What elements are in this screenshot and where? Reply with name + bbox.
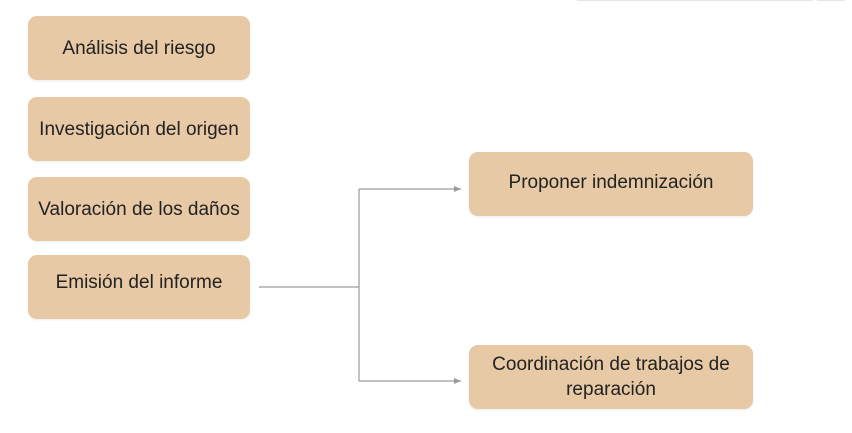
outcome-coordinacion-reparacion: Coordinación de trabajos de reparación [469,345,753,409]
step-label: Investigación del origen [39,118,239,140]
step-investigacion-origen: Investigación del origen [28,97,250,161]
outcome-label: Proponer indemnización [508,171,714,193]
step-label: Emisión del informe [55,271,223,293]
step-emision-informe: Emisión del informe [28,255,250,319]
step-label: Valoración de los daños [38,198,240,220]
step-label: Análisis del riesgo [62,37,216,59]
outcome-proponer-indemnizacion: Proponer indemnización [469,152,753,216]
outcome-label: Coordinación de trabajos de reparación [492,354,730,400]
top-divider [577,0,813,1]
step-analisis-riesgo: Análisis del riesgo [28,16,250,80]
top-divider-short [817,0,845,1]
step-valoracion-danos: Valoración de los daños [28,177,250,241]
